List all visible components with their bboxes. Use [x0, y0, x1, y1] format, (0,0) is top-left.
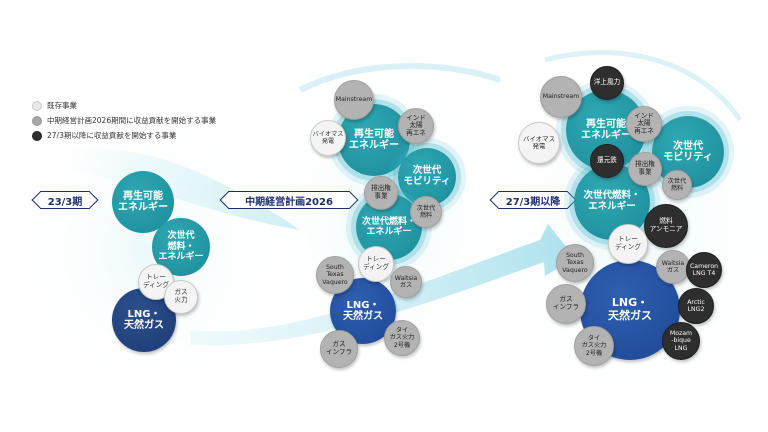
g3-waitsia-gas-bubble: Waitsia ガス — [656, 250, 690, 284]
g3-next-gen-fuel-small-bubble: 次世代 燃料 — [662, 170, 692, 200]
legend: 既存事業 中期経営計画2026期間に収益貢献を開始する事業 27/3期以降に収益… — [32, 98, 216, 143]
period-label-27-3-onward: 27/3期以降 — [498, 191, 568, 209]
g2-mainstream-bubble: Mainstream — [334, 80, 374, 120]
g2-biomass-power-bubble: バイオマス 発電 — [310, 120, 346, 156]
g1-gas-thermal-bubble: ガス 火力 — [164, 280, 198, 314]
flow-swirl-top — [298, 63, 501, 93]
g3-reduced-iron-bubble: 還元鉄 — [590, 144, 624, 178]
legend-label-mid-term: 中期経営計画2026期間に収益貢献を開始する事業 — [47, 116, 217, 125]
legend-dot-gray-icon — [32, 115, 42, 126]
g3-thai-gas-thermal-bubble: タイ ガス火力 2号機 — [574, 326, 614, 366]
g2-gas-infra-bubble: ガス インフラ — [320, 330, 358, 368]
flow-swirl-right — [544, 50, 743, 122]
g3-fuel-ammonia-bubble: 燃料 アンモニア — [644, 204, 688, 248]
g3-arctic-lng2-bubble: Arctic LNG2 — [678, 288, 714, 324]
g2-thai-gas-thermal-bubble: タイ ガス火力 2号機 — [384, 320, 420, 356]
g2-waitsia-gas-bubble: Waitsia ガス — [390, 266, 422, 298]
period-label-mid-term-plan-2026: 中期経営計画2026 — [228, 191, 350, 209]
g3-offshore-wind-bubble: 洋上風力 — [590, 66, 624, 100]
g2-south-texas-vaquero-bubble: South Texas Vaquero — [316, 256, 354, 294]
g3-cameron-lng-t4-bubble: Cameron LNG T4 — [686, 252, 722, 288]
g3-mainstream-bubble: Mainstream — [540, 76, 582, 118]
g3-trading-bubble: トレー ディング — [608, 224, 648, 264]
g3-gas-infra-bubble: ガス インフラ — [546, 284, 586, 324]
legend-item-mid-term: 中期経営計画2026期間に収益貢献を開始する事業 — [32, 113, 216, 128]
g2-trading-bubble: トレー ディング — [358, 246, 394, 282]
g3-emission-rights-bubble: 排出権 事業 — [628, 152, 662, 186]
g3-south-texas-vaquero-bubble: South Texas Vaquero — [556, 244, 594, 282]
legend-label-existing: 既存事業 — [47, 101, 77, 110]
g2-india-solar-renewable-bubble: インド 太陽 再エネ — [398, 108, 434, 144]
g3-mozambique-lng-bubble: Mozam -bique LNG — [662, 322, 700, 360]
legend-item-after-27: 27/3期以降に収益貢献を開始する事業 — [32, 128, 216, 143]
period-label-23-3: 23/3期 — [40, 191, 90, 209]
glow-left — [20, 100, 280, 400]
flow-arrow-upper — [60, 148, 300, 230]
g3-biomass-power-bubble: バイオマス 発電 — [518, 122, 560, 164]
g2-next-gen-fuel-small-bubble: 次世代 燃料 — [410, 196, 442, 228]
legend-item-existing: 既存事業 — [32, 98, 216, 113]
legend-dot-light-icon — [32, 100, 42, 111]
legend-dot-dark-icon — [32, 130, 42, 141]
flow-arrow-lower — [190, 224, 575, 346]
g3-india-solar-renewable-bubble: インド 太陽 再エネ — [626, 106, 662, 142]
legend-label-after-27: 27/3期以降に収益貢献を開始する事業 — [47, 131, 177, 140]
g2-emission-rights-bubble: 排出権 事業 — [364, 176, 398, 210]
